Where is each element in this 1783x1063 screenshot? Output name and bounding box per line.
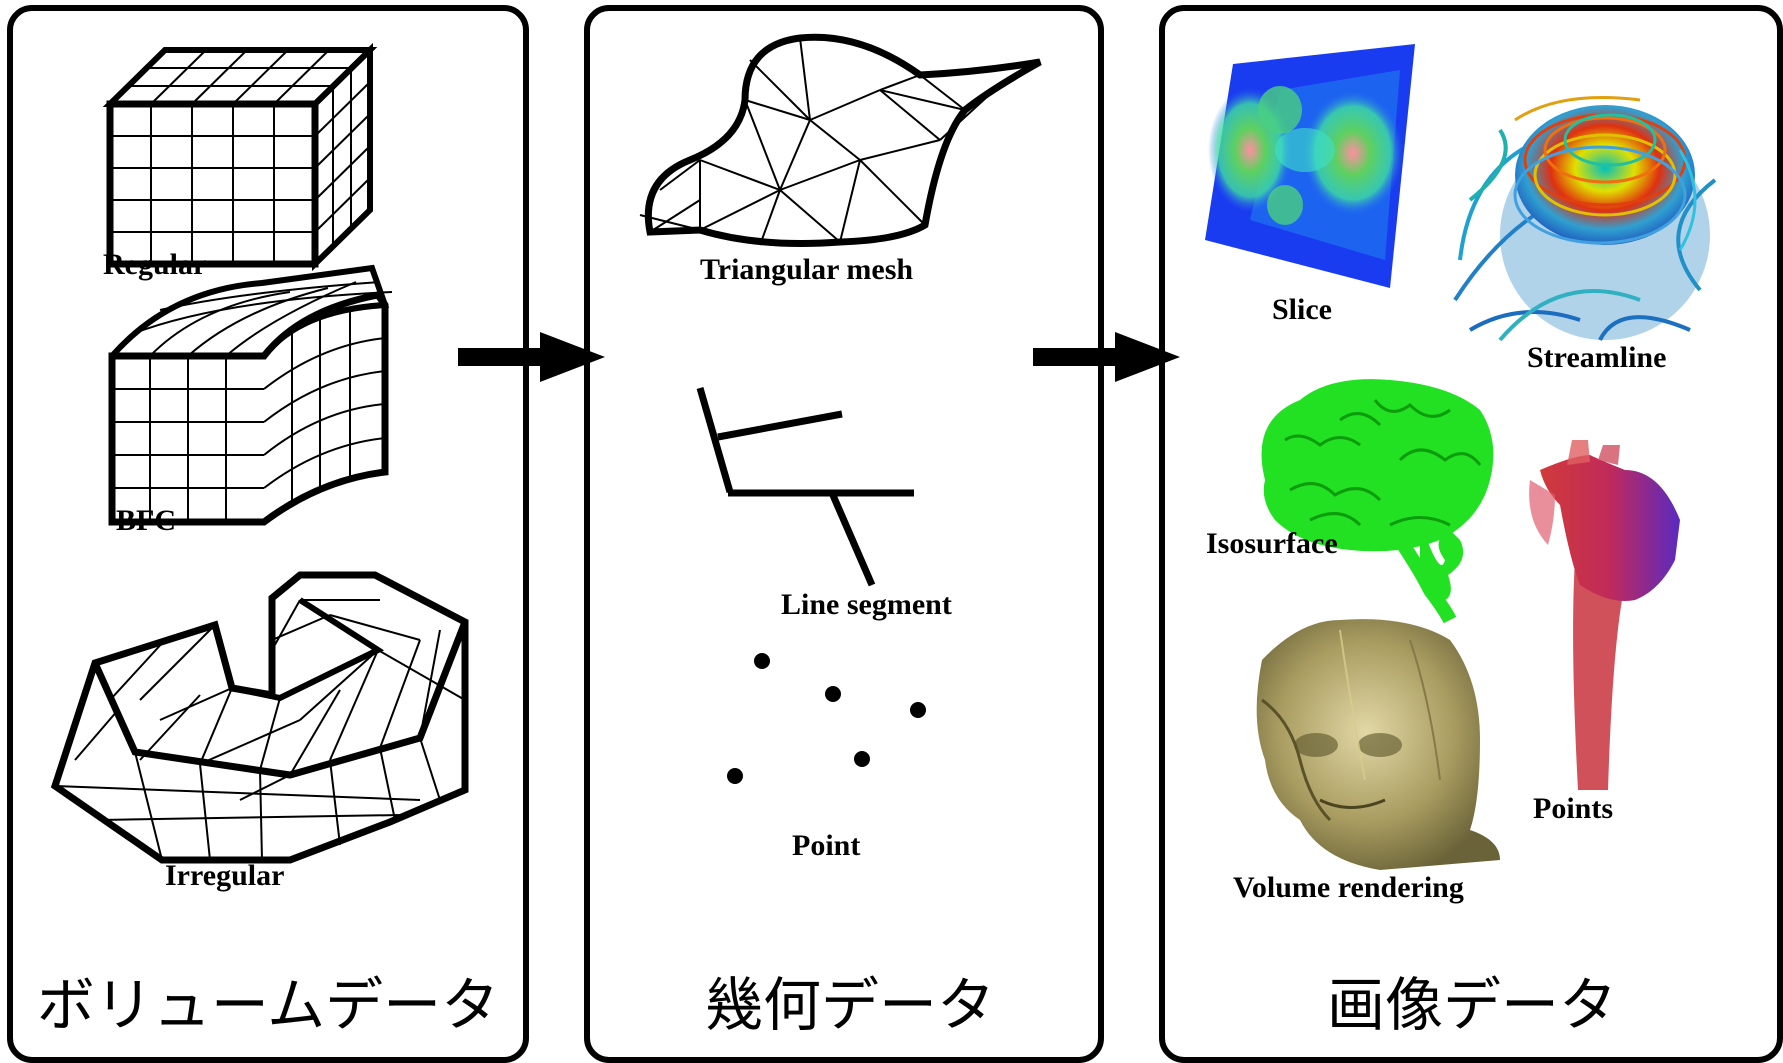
label-regular: Regular [103, 248, 206, 281]
streamline-rendering [1455, 98, 1715, 341]
panel-image-data: Slice Stream [1162, 8, 1780, 1060]
triangular-mesh [640, 37, 1040, 245]
label-slice: Slice [1272, 293, 1332, 326]
irregular-mesh [55, 575, 465, 860]
label-point: Point [792, 829, 860, 862]
label-streamline: Streamline [1527, 341, 1666, 374]
slice-rendering [1205, 44, 1415, 288]
label-isosurface: Isosurface [1206, 527, 1338, 560]
panel-volume-data-border [10, 8, 526, 1060]
caption-image-data: 画像データ [1327, 971, 1617, 1039]
volume-rendering [1257, 619, 1500, 870]
line-segments [700, 388, 914, 585]
regular-grid-cube [110, 50, 370, 264]
arrow-geometry-to-image [1033, 332, 1180, 382]
point-cloud [727, 653, 926, 784]
label-volume-rendering: Volume rendering [1233, 871, 1464, 904]
panel-volume-data: Regular BFC [10, 8, 526, 1060]
arrow-volume-to-geometry [458, 332, 605, 382]
panel-geometry-data: Triangular mesh Line segment Point 幾何データ [587, 8, 1101, 1060]
caption-volume-data: ボリュームデータ [37, 971, 499, 1039]
label-line-segment: Line segment [781, 588, 952, 621]
label-triangular-mesh: Triangular mesh [700, 253, 913, 286]
bfc-curved-grid [112, 268, 392, 522]
label-points: Points [1533, 792, 1613, 825]
isosurface-rendering [1262, 379, 1494, 620]
points-rendering [1529, 440, 1680, 790]
label-irregular: Irregular [165, 859, 284, 892]
caption-geometry-data: 幾何データ [705, 971, 995, 1039]
label-bfc: BFC [116, 504, 176, 537]
